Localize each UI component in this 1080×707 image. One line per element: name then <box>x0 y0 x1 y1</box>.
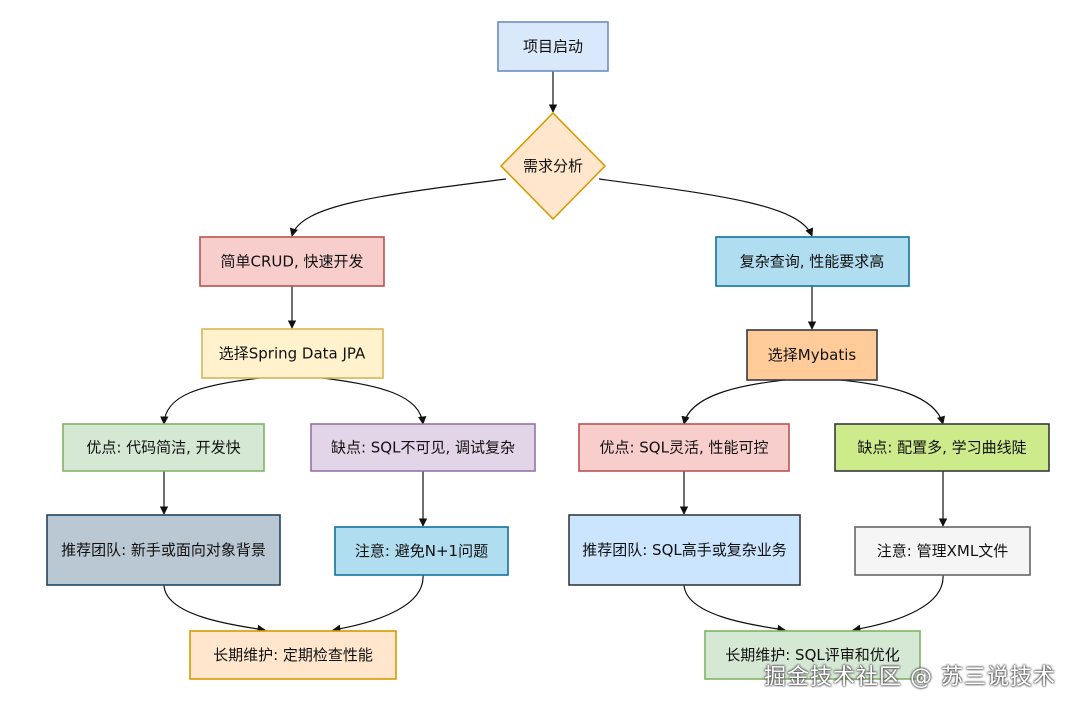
edge-jpa-to-pros <box>160 377 261 425</box>
node-choose-mybatis <box>746 329 878 381</box>
node-choose-jpa <box>201 328 384 379</box>
node-jpa-note <box>334 526 509 576</box>
node-mybatis-cons <box>834 423 1050 472</box>
watermark-text: 掘金技术社区 @ 苏三说技术 <box>764 665 1056 690</box>
node-mybatis-note-label: 注意: 管理XML文件 <box>877 542 1008 560</box>
node-start <box>497 21 609 72</box>
node-jpa-team-label: 推荐团队: 新手或面向对象背景 <box>61 541 266 559</box>
edge-jpa-team-to-maintain <box>163 584 266 634</box>
edge-mybatis-team-to-maintain <box>683 584 786 634</box>
node-choose-mybatis-label: 选择Mybatis <box>768 346 857 364</box>
node-simple-crud <box>199 236 385 287</box>
node-choose-jpa-label: 选择Spring Data JPA <box>219 345 366 363</box>
node-complex-query-label: 复杂查询, 性能要求高 <box>740 253 885 271</box>
node-start-label: 项目启动 <box>523 38 583 56</box>
node-jpa-note-label: 注意: 避免N+1问题 <box>355 542 488 560</box>
edge-analysis-to-simple-crud <box>289 178 507 237</box>
node-jpa-maintain-label: 长期维护: 定期检查性能 <box>213 646 373 664</box>
node-mybatis-maintain-label: 长期维护: SQL评审和优化 <box>725 646 900 664</box>
node-analysis-label: 需求分析 <box>523 157 583 175</box>
edge-mybatis-to-cons <box>839 379 946 425</box>
node-jpa-pros-label: 优点: 代码简洁, 开发快 <box>86 439 240 457</box>
edge-mybatis-to-pros <box>681 379 786 425</box>
node-mybatis-maintain <box>704 630 921 680</box>
edge-jpa-to-cons <box>321 377 427 425</box>
node-jpa-team <box>46 514 281 586</box>
node-jpa-cons-label: 缺点: SQL不可见, 调试复杂 <box>331 439 515 457</box>
node-jpa-cons <box>310 423 536 472</box>
edge-jpa-note-to-maintain <box>332 574 424 633</box>
node-simple-crud-label: 简单CRUD, 快速开发 <box>221 253 364 271</box>
node-mybatis-pros-label: 优点: SQL灵活, 性能可控 <box>599 439 768 457</box>
edge-analysis-to-complex-query <box>598 178 814 237</box>
edge-mybatis-note-to-maintain <box>852 574 944 633</box>
edges <box>159 71 948 634</box>
node-mybatis-note <box>854 526 1031 576</box>
node-mybatis-cons-label: 缺点: 配置多, 学习曲线陡 <box>857 439 1026 457</box>
node-analysis-diamond <box>499 111 607 221</box>
node-complex-query <box>715 236 910 287</box>
node-mybatis-pros <box>578 423 790 472</box>
node-jpa-pros <box>62 423 265 472</box>
nodes: 项目启动 需求分析 简单CRUD, 快速开发 复杂查询, 性能要求高 选择Spr… <box>46 21 1050 680</box>
node-mybatis-team <box>568 514 801 586</box>
node-jpa-maintain <box>189 630 397 680</box>
node-mybatis-team-label: 推荐团队: SQL高手或复杂业务 <box>582 541 787 559</box>
